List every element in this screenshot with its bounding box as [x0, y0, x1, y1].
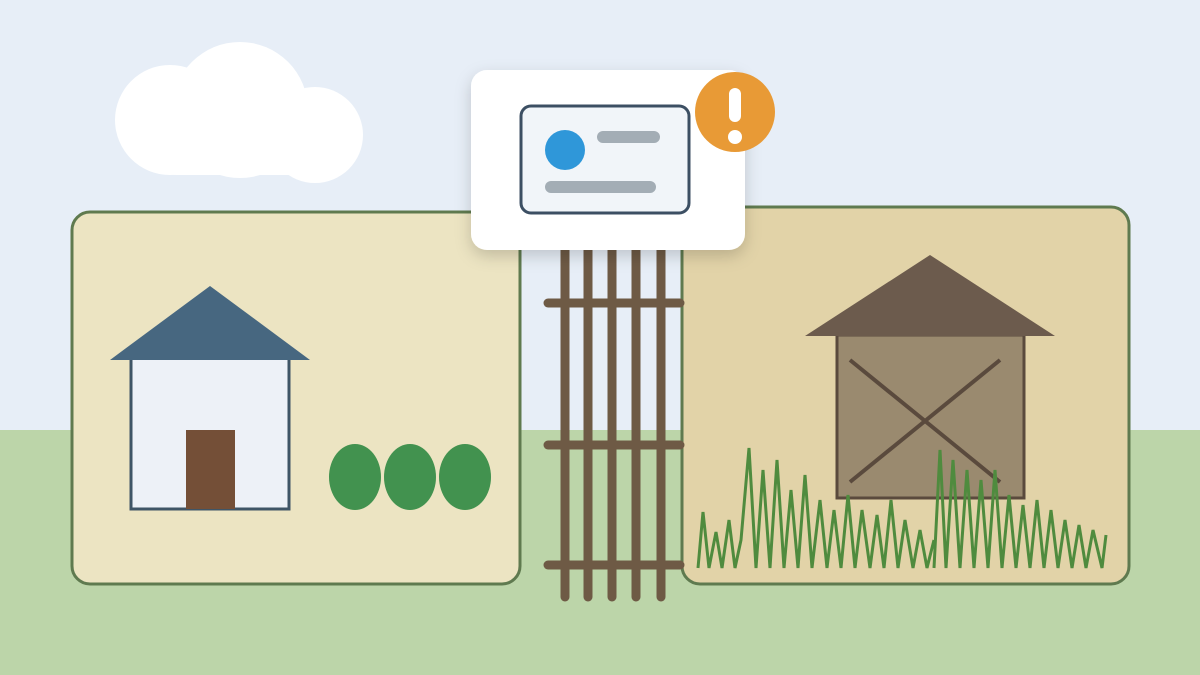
bush [439, 444, 491, 510]
shed-roof [805, 255, 1055, 336]
bushes [329, 444, 491, 510]
fence [543, 245, 685, 602]
exclamation-icon [695, 72, 775, 152]
id-card-icon [519, 104, 691, 215]
shed [805, 255, 1055, 500]
shed-cross-line [848, 358, 1002, 484]
bush [329, 444, 381, 510]
house [110, 286, 310, 511]
cloud [115, 42, 363, 183]
notice-card [471, 70, 775, 250]
bush [384, 444, 436, 510]
house-roof [110, 286, 310, 360]
weeds [696, 447, 1108, 569]
house-door [186, 430, 235, 509]
